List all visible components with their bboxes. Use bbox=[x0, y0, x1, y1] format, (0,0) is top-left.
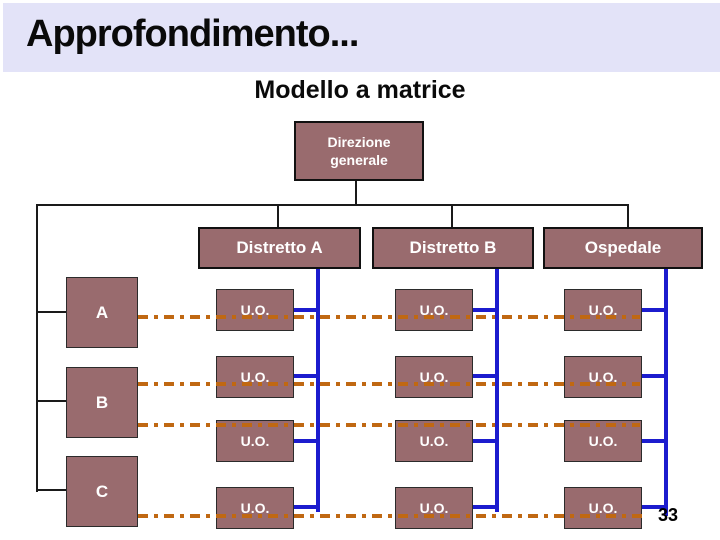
column-header-ospedale: Ospedale bbox=[543, 227, 703, 269]
cell-link-line bbox=[294, 439, 320, 443]
slide-title: Approfondimento... bbox=[26, 13, 359, 55]
column-header-distretto-b: Distretto B bbox=[372, 227, 534, 269]
stub-line-row-b bbox=[36, 400, 66, 402]
cell-link-line bbox=[473, 439, 499, 443]
drop-line-ospedale bbox=[627, 204, 629, 228]
cell-link-line bbox=[473, 308, 499, 312]
uo-cell: U.O. bbox=[216, 356, 294, 398]
column-header-label: Distretto B bbox=[409, 238, 497, 257]
cell-link-line bbox=[642, 308, 668, 312]
direzione-generale-box: Direzione generale bbox=[294, 121, 424, 181]
matrix-row-line-4 bbox=[138, 514, 644, 518]
row-header-b: B bbox=[66, 367, 138, 438]
uo-cell: U.O. bbox=[395, 289, 473, 331]
title-band bbox=[3, 3, 720, 72]
uo-cell: U.O. bbox=[395, 420, 473, 462]
cell-link-line bbox=[473, 374, 499, 378]
column-line-ospedale bbox=[664, 269, 668, 516]
matrix-row-line-2 bbox=[138, 382, 640, 386]
cell-link-line bbox=[294, 308, 320, 312]
stub-line-row-a bbox=[36, 311, 66, 313]
cell-link-line bbox=[473, 505, 499, 509]
slide-subtitle: Modello a matrice bbox=[254, 76, 466, 104]
row-header-a: A bbox=[66, 277, 138, 348]
uo-cell: U.O. bbox=[216, 420, 294, 462]
header-bus-line bbox=[36, 204, 629, 206]
uo-cell: U.O. bbox=[395, 487, 473, 529]
column-line-distretto-b bbox=[495, 269, 499, 512]
row-header-c: C bbox=[66, 456, 138, 527]
drop-line-distretto-a bbox=[277, 204, 279, 228]
cell-link-line bbox=[642, 374, 668, 378]
column-header-label: Ospedale bbox=[584, 238, 662, 257]
row-header-label: A bbox=[95, 302, 109, 322]
cell-link-line bbox=[294, 374, 320, 378]
cell-link-line bbox=[294, 505, 320, 509]
row-header-label: C bbox=[95, 481, 109, 501]
left-bus-line bbox=[36, 204, 38, 492]
page-number: 33 bbox=[658, 505, 679, 525]
uo-cell: U.O. bbox=[564, 420, 642, 462]
column-line-distretto-a bbox=[316, 269, 320, 512]
uo-cell: U.O. bbox=[564, 487, 642, 529]
cell-link-line bbox=[642, 505, 668, 509]
uo-cell: U.O. bbox=[395, 356, 473, 398]
row-header-label: B bbox=[95, 392, 109, 412]
uo-cell: U.O. bbox=[564, 356, 642, 398]
drop-line-distretto-b bbox=[451, 204, 453, 228]
column-header-distretto-a: Distretto A bbox=[198, 227, 361, 269]
cell-link-line bbox=[642, 439, 668, 443]
matrix-row-line-1 bbox=[138, 315, 640, 319]
uo-cell: U.O. bbox=[564, 289, 642, 331]
column-header-label: Distretto A bbox=[236, 238, 323, 257]
uo-cell: U.O. bbox=[216, 487, 294, 529]
direzione-generale-label: Direzione generale bbox=[327, 133, 391, 168]
root-stem-line bbox=[355, 181, 357, 205]
stub-line-row-c bbox=[36, 489, 66, 491]
matrix-row-line-3 bbox=[138, 423, 640, 427]
uo-cell: U.O. bbox=[216, 289, 294, 331]
